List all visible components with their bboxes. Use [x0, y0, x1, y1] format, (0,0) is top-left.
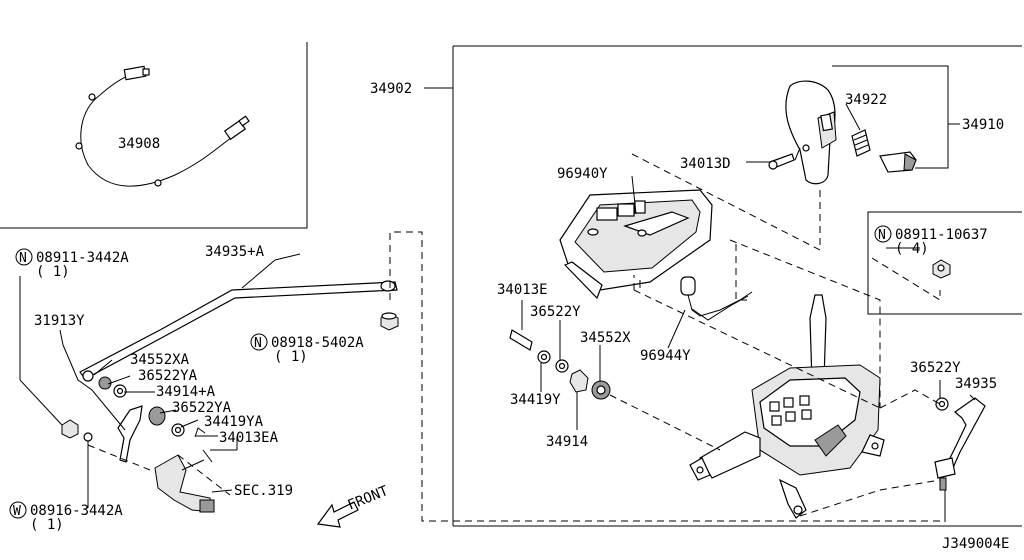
- pin-washers: [509, 300, 721, 451]
- label-34013e: 34013E: [497, 282, 548, 298]
- label-36522y-2: 36522Y: [910, 360, 961, 376]
- indicator-cover: [559, 175, 713, 300]
- label-qty-1b: ( 1): [274, 349, 308, 365]
- label-31913y: 31913Y: [34, 313, 85, 329]
- label-front: FRONT: [346, 483, 392, 514]
- label-qty-1c: ( 1): [30, 517, 64, 533]
- left-leaders: [19, 231, 940, 522]
- front-arrow: [316, 501, 359, 528]
- n-symbol-1: N: [19, 251, 27, 266]
- n-symbol-3: N: [878, 228, 886, 243]
- label-34419ya: 34419YA: [204, 414, 264, 430]
- label-34910: 34910: [962, 117, 1004, 133]
- label-34013d: 34013D: [680, 156, 731, 172]
- label-qty-4: ( 4): [895, 241, 929, 257]
- label-34922: 34922: [845, 92, 887, 108]
- footer-code: J349004E: [942, 536, 1009, 552]
- w-symbol: W: [13, 504, 21, 519]
- label-96944y: 96944Y: [640, 348, 691, 364]
- cable-34908: [75, 65, 250, 187]
- label-34419y: 34419Y: [510, 392, 561, 408]
- label-34902: 34902: [370, 81, 412, 97]
- label-34908: 34908: [118, 136, 160, 152]
- label-08911-10637: 08911-10637: [895, 227, 988, 243]
- label-08911-3442a: 08911-3442A: [36, 250, 129, 266]
- label-36522ya-1: 36522YA: [138, 368, 198, 384]
- rod-34935a: [61, 280, 399, 513]
- label-34914: 34914: [546, 434, 588, 450]
- rod-34935: [886, 247, 986, 522]
- label-36522ya-2: 36522YA: [172, 400, 232, 416]
- label-34013ea: 34013EA: [219, 430, 279, 446]
- label-34914a: 34914+A: [156, 384, 216, 400]
- circled-symbols: N N N W: [9, 225, 892, 519]
- bulb-harness: [667, 276, 753, 349]
- label-36522y-1: 36522Y: [530, 304, 581, 320]
- label-sec319: SEC.319: [234, 483, 293, 499]
- shift-base: [689, 294, 885, 519]
- label-34552x: 34552X: [580, 330, 631, 346]
- label-08916-3442a: 08916-3442A: [30, 503, 123, 519]
- shift-knob: [746, 65, 960, 185]
- frame-lines: [0, 42, 1022, 527]
- label-34552xa: 34552XA: [130, 352, 190, 368]
- label-08918-5402a: 08918-5402A: [271, 335, 364, 351]
- label-96940y: 96940Y: [557, 166, 608, 182]
- n-symbol-2: N: [254, 336, 262, 351]
- label-34935: 34935: [955, 376, 997, 392]
- label-qty-1a: ( 1): [36, 264, 70, 280]
- label-34935a: 34935+A: [205, 244, 265, 260]
- dashed-lines: [177, 87, 941, 517]
